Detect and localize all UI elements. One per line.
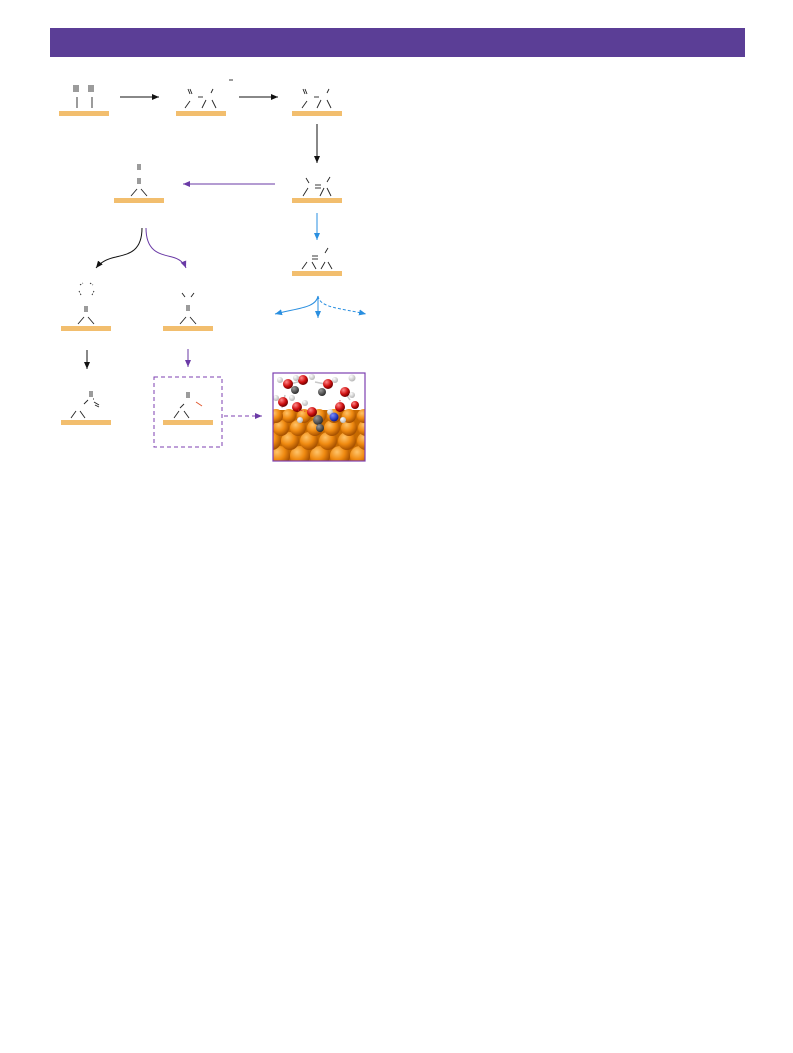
header-bar	[50, 28, 745, 57]
surface-6	[292, 271, 342, 276]
adsorbate-6	[301, 247, 333, 270]
arrows	[84, 94, 367, 419]
adsorbate-10	[173, 392, 203, 419]
arrow-6-right	[317, 295, 367, 316]
surface-1	[59, 111, 109, 116]
surface-8	[163, 326, 213, 331]
surface-7	[61, 326, 111, 331]
adsorbates	[70, 79, 333, 419]
surface-9	[61, 420, 111, 425]
adsorbate-8	[179, 292, 197, 325]
surface-4	[114, 198, 164, 203]
arrow-6-left	[274, 295, 319, 316]
surface-3	[292, 111, 342, 116]
adsorbate-3	[301, 88, 332, 109]
molecular-render-icon	[272, 372, 366, 462]
adsorbate-2	[184, 79, 233, 109]
adsorbate-9	[70, 391, 100, 419]
surface-5	[292, 198, 342, 203]
highlight-box	[153, 376, 223, 448]
adsorbate-4	[130, 164, 148, 197]
surface-bars	[59, 111, 342, 425]
arrow-4-7	[95, 227, 143, 269]
arrow-4-8	[145, 227, 187, 269]
adsorbate-7	[77, 282, 95, 325]
adsorbate-1	[73, 85, 94, 108]
adsorbate-5	[302, 176, 332, 197]
surface-2	[176, 111, 226, 116]
surface-10	[163, 420, 213, 425]
